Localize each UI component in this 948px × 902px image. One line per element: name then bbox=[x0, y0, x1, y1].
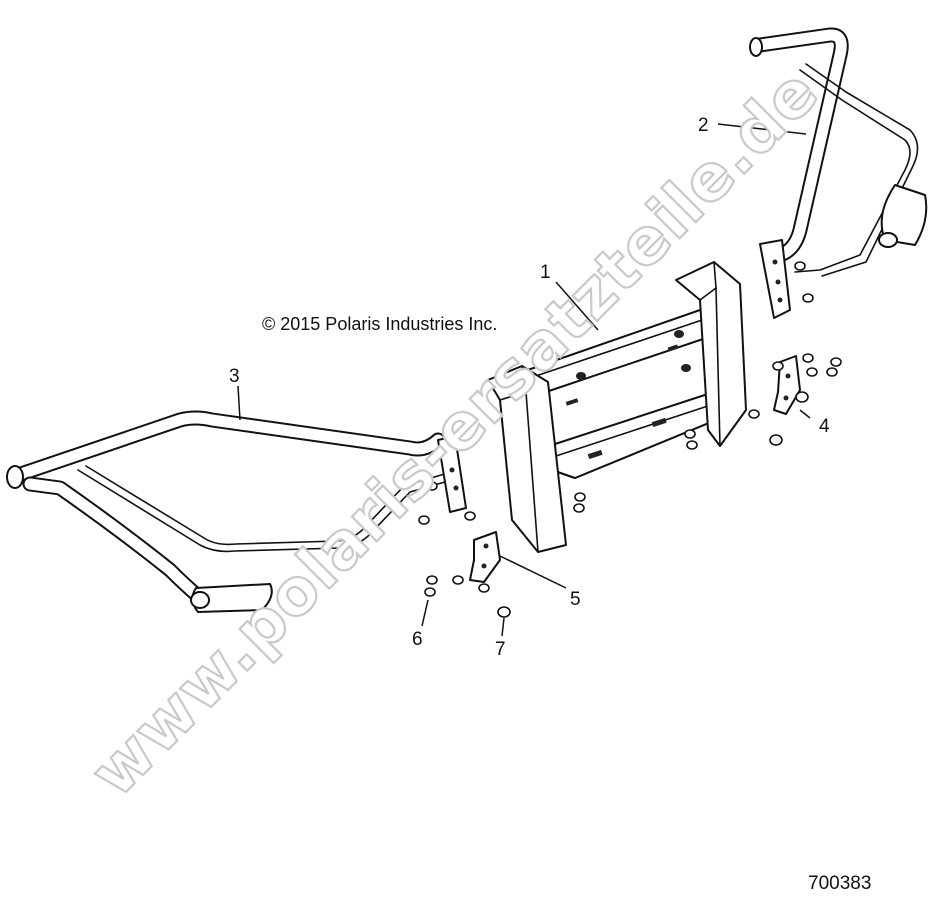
copyright-notice: © 2015 Polaris Industries Inc. bbox=[262, 314, 497, 334]
part-5-left-bracket bbox=[469, 531, 501, 583]
part-2-right-guard bbox=[749, 27, 928, 319]
part-4-right-bracket bbox=[772, 353, 842, 415]
part-7-nut bbox=[478, 583, 511, 618]
callout-6: 6 bbox=[412, 629, 423, 650]
callout-1: 1 bbox=[540, 262, 551, 283]
callout-2: 2 bbox=[698, 115, 709, 136]
part-1-bumper bbox=[487, 261, 783, 553]
callout-7: 7 bbox=[495, 639, 506, 660]
part-6-bolts bbox=[424, 575, 464, 597]
callout-5: 5 bbox=[570, 589, 581, 610]
callout-4: 4 bbox=[819, 416, 830, 437]
leader-lines bbox=[237, 123, 811, 637]
callout-3: 3 bbox=[229, 366, 240, 387]
part-3-left-guard bbox=[6, 410, 476, 613]
figure-number: 700383 bbox=[808, 873, 871, 894]
